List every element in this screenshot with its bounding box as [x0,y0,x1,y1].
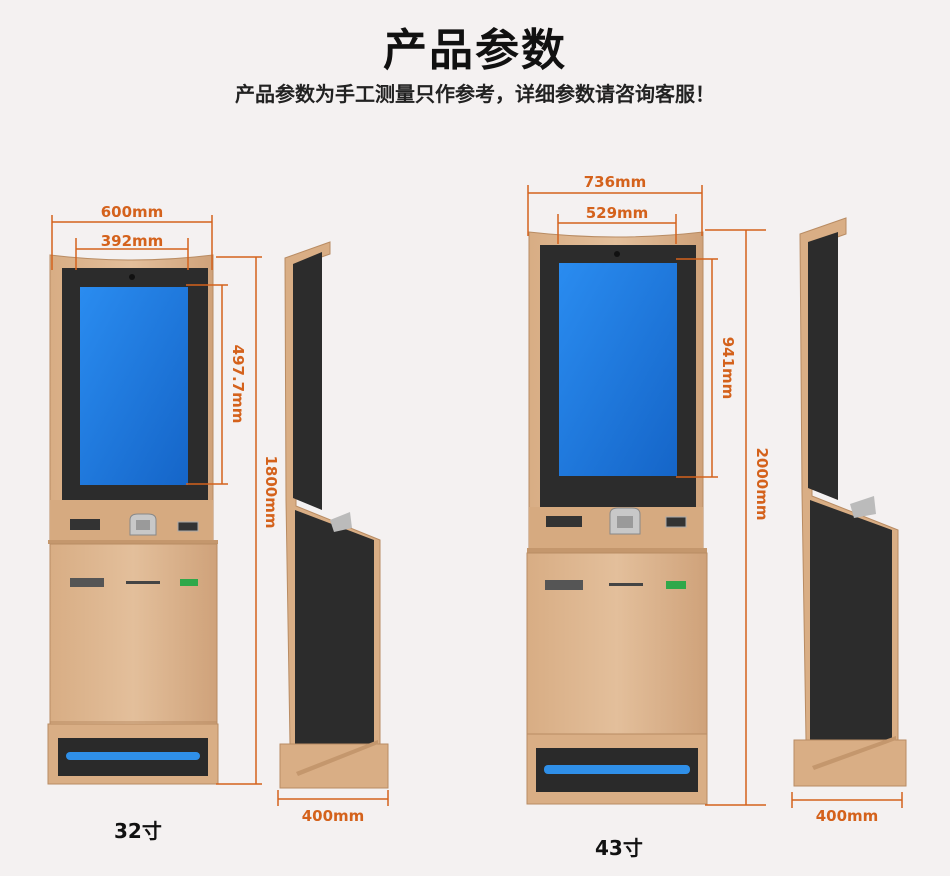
size-label-32: 32寸 [114,819,162,843]
receipt-slot-icon [545,580,583,590]
page-title: 产品参数 [383,25,567,76]
dim-32-screen-width: 392mm [101,232,164,250]
dim-43-depth: 400mm [816,807,879,825]
dim-32-width: 600mm [101,203,164,221]
scanner-icon [617,516,633,528]
camera-icon [614,251,620,257]
kiosk-32-side [279,241,389,789]
dim-32-screen-height: 497.7mm [229,345,247,424]
dim-43-width: 736mm [584,173,647,191]
scanner-icon [136,520,150,530]
kiosk-32-front [47,254,219,785]
dim-32-height: 1800mm [262,455,280,528]
page-subtitle: 产品参数为手工测量只作参考，详细参数请咨询客服！ [235,82,715,106]
receipt-slot-icon [70,578,104,587]
dim-43-height: 2000mm [753,447,771,520]
dim-32-depth: 400mm [302,807,365,825]
card-reader-icon [546,516,582,527]
size-label-43: 43寸 [595,836,643,860]
kiosk-43-side [793,217,907,787]
dim-43-screen-width: 529mm [586,204,649,222]
card-reader-icon [70,519,100,530]
dimension-lines-32 [51,215,389,806]
screen-32 [80,287,188,485]
dimension-lines-43 [527,185,903,808]
camera-icon [129,274,135,280]
kiosk-43-front [526,231,708,805]
dim-43-screen-height: 941mm [719,337,737,400]
screen-43 [559,263,677,476]
